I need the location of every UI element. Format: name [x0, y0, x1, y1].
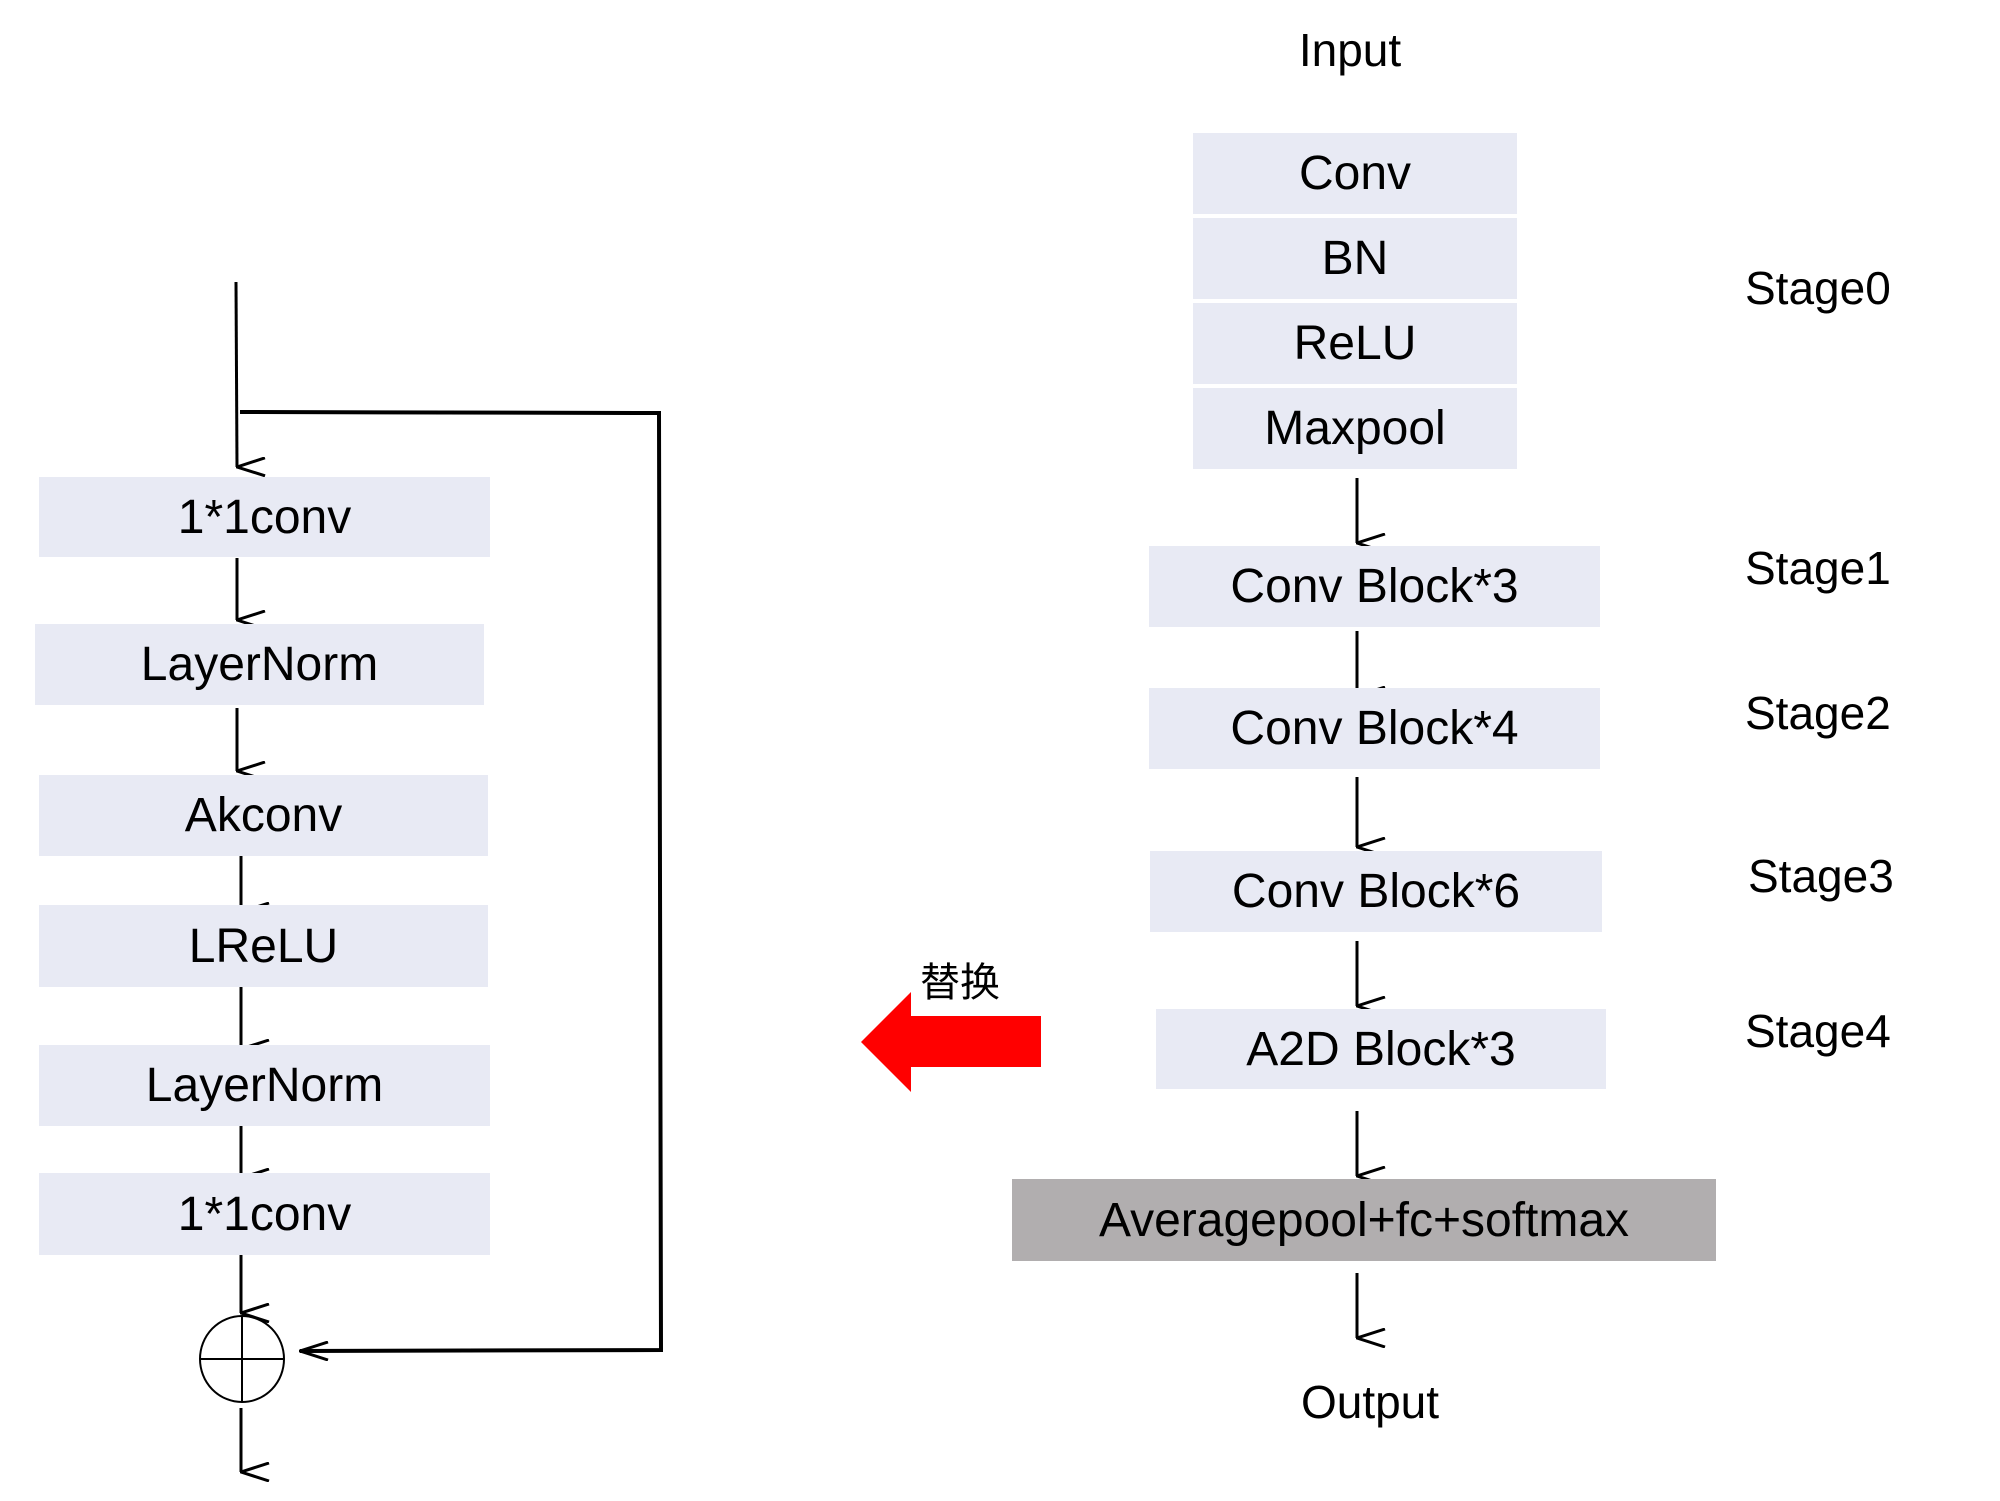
stage0-label: Stage0 [1745, 262, 1891, 314]
stage4-label: Stage4 [1745, 1005, 1891, 1057]
stage3-label: Stage3 [1748, 850, 1894, 902]
residual-skip-line [239, 410, 664, 1351]
stage0-maxpool-layer: Maxpool [1193, 388, 1517, 469]
stage1-label: Stage1 [1745, 542, 1891, 594]
left-conv1x1-second: 1*1conv [39, 1173, 490, 1255]
input-label: Input [1298, 24, 1402, 76]
left-akconv: Akconv [39, 775, 488, 856]
stage2-label: Stage2 [1745, 687, 1891, 739]
replace-label: 替换 [920, 960, 1000, 1006]
stage0-relu-layer: ReLU [1193, 303, 1517, 384]
left-layernorm-second: LayerNorm [39, 1045, 490, 1126]
left-lrelu: LReLU [39, 905, 488, 987]
stage3-block: Conv Block*6 [1150, 851, 1602, 932]
stage0-conv-layer: Conv [1193, 133, 1517, 214]
stage4-block: A2D Block*3 [1156, 1009, 1606, 1089]
stage2-block: Conv Block*4 [1149, 688, 1600, 769]
replace-arrow-icon [861, 992, 1041, 1092]
classifier-head: Averagepool+fc+softmax [1012, 1179, 1716, 1261]
output-label: Output [1300, 1376, 1440, 1428]
left-conv1x1-first: 1*1conv [39, 477, 490, 557]
residual-add-icon [199, 1315, 285, 1403]
left-layernorm-first: LayerNorm [35, 624, 484, 705]
stage1-block: Conv Block*3 [1149, 546, 1600, 627]
arrow-input-to-conv1 [234, 281, 237, 467]
stage0-bn-layer: BN [1193, 218, 1517, 299]
